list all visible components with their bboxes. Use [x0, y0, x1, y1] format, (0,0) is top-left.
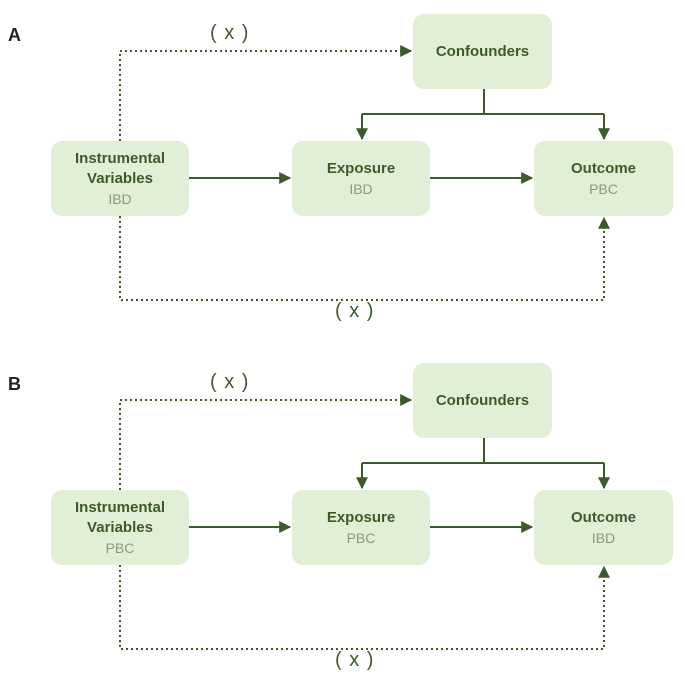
blocked-path-instrument-to-outcome — [119, 565, 610, 650]
instrument-title-line2: Variables — [87, 169, 153, 187]
outcome-subtitle: IBD — [591, 529, 616, 546]
exposure-subtitle: IBD — [349, 180, 373, 197]
panel-letter: B — [8, 374, 21, 394]
instrument-subtitle: IBD — [108, 190, 132, 207]
outcome-title: Outcome — [570, 508, 636, 526]
exposure-subtitle: PBC — [346, 529, 376, 546]
exposure-box: Exposure IBD — [292, 141, 430, 216]
confounders-box: Confounders — [413, 363, 552, 438]
panel-letter: A — [8, 25, 21, 45]
blocked-label-top: ( x ) — [210, 371, 250, 393]
connector-layer — [119, 394, 610, 650]
outcome-box: Outcome PBC — [534, 141, 673, 216]
confounders-title: Confounders — [435, 42, 530, 60]
confounders-box: Confounders — [413, 14, 552, 89]
instrument-subtitle: PBC — [105, 539, 135, 556]
panel-b: B Instrumental Variables PBC Exposure PB… — [0, 349, 685, 694]
blocked-path-instrument-to-outcome — [119, 216, 610, 301]
instrumental-variables-box: Instrumental Variables PBC — [51, 490, 189, 565]
outcome-subtitle: PBC — [589, 180, 618, 197]
instrument-title-line2: Variables — [87, 518, 153, 536]
blocked-label-bottom: ( x ) — [335, 649, 375, 671]
blocked-label-bottom: ( x ) — [335, 300, 375, 322]
blocked-path-instrument-to-confounders — [119, 394, 413, 490]
instrument-title-line1: Instrumental — [74, 149, 165, 167]
blocked-label-top: ( x ) — [210, 22, 250, 44]
exposure-title: Exposure — [326, 159, 396, 177]
instrument-title-line1: Instrumental — [74, 498, 165, 516]
confounders-title: Confounders — [435, 391, 530, 409]
blocked-path-instrument-to-confounders — [119, 45, 413, 141]
outcome-title: Outcome — [570, 159, 636, 177]
connector-layer — [119, 45, 610, 301]
outcome-box: Outcome IBD — [534, 490, 673, 565]
instrumental-variables-box: Instrumental Variables IBD — [51, 141, 189, 216]
exposure-title: Exposure — [326, 508, 396, 526]
panel-a: A Instrumental Variables IBD Exposure IB… — [0, 0, 685, 345]
exposure-box: Exposure PBC — [292, 490, 430, 565]
